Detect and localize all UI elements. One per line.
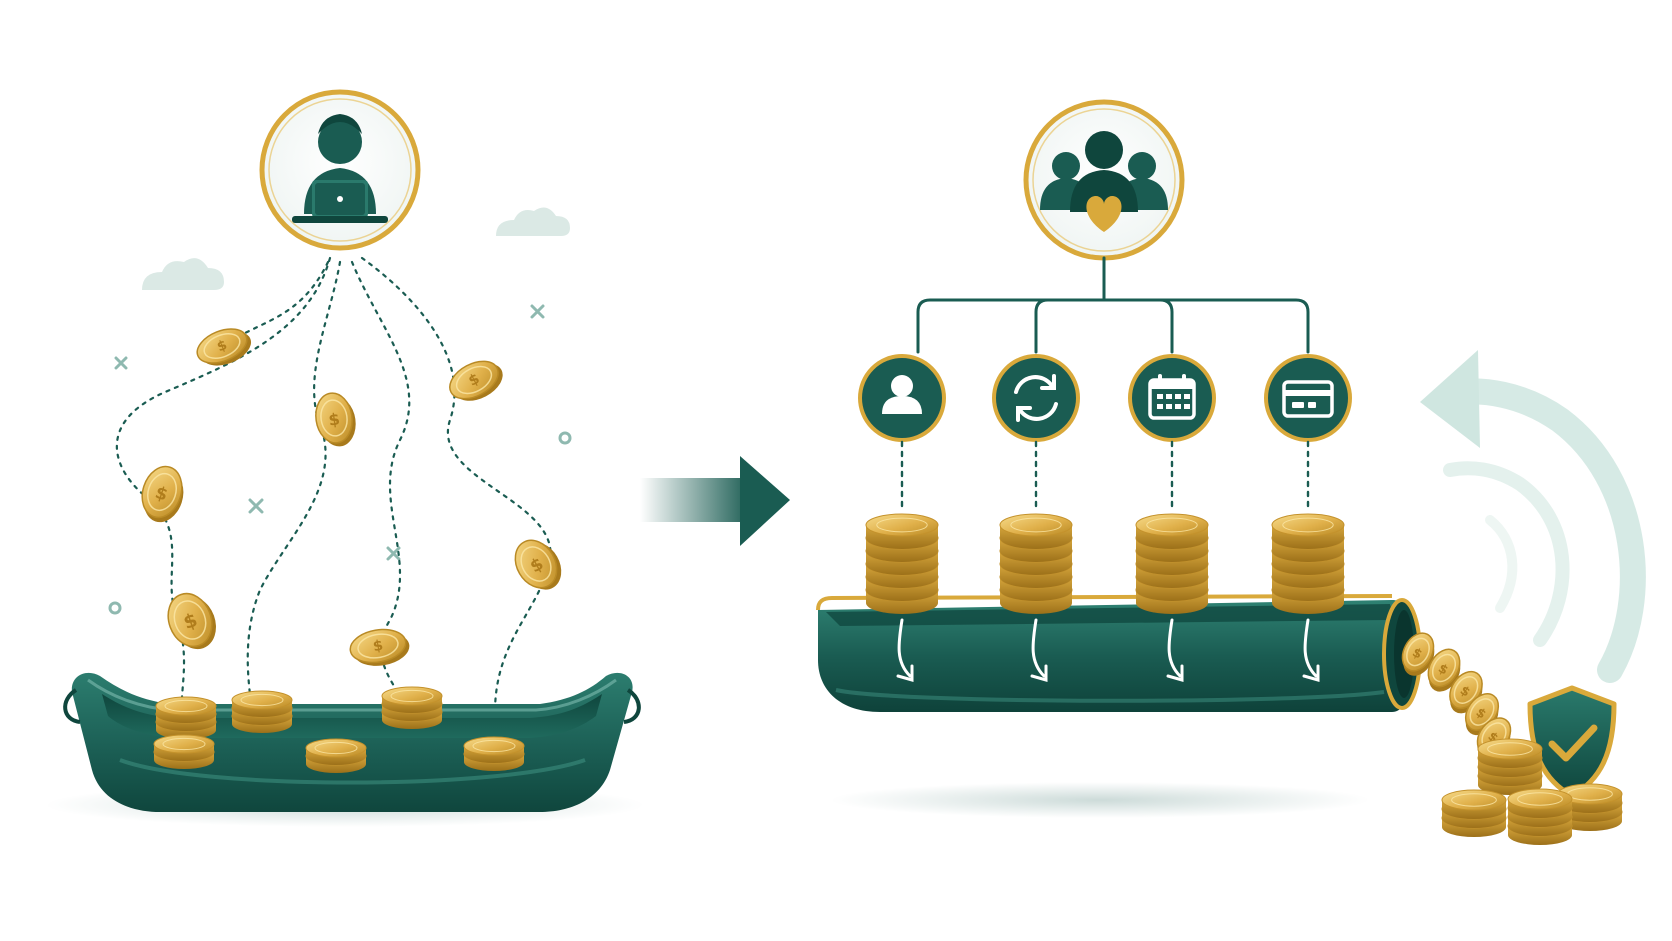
pipe-inner-lip [826,604,1392,626]
svg-text:$: $ [327,409,341,429]
coin [1507,788,1573,818]
cloud-icon [496,207,570,236]
coin: $ [315,392,356,447]
svg-text:$: $ [372,638,385,655]
cross-mark-icon [386,546,401,561]
right-scene: $$$$$ [816,99,1646,845]
coin: $ [449,360,503,401]
coin-stack [1557,783,1623,831]
coin-stacks [865,513,1345,614]
coin-stack [1135,513,1209,614]
scatter-path [360,256,552,714]
refresh-icon [1014,374,1058,422]
coin-stack [1271,513,1345,614]
coin: $ [349,628,410,666]
coin [155,696,217,723]
branch-badge-refresh [992,354,1080,442]
coin [1441,789,1507,819]
freelancer-badge [259,89,421,251]
right-arrow-icon [640,456,790,546]
coin-stack [1507,788,1573,845]
left-decorations [142,207,570,290]
community-heart-icon [1040,131,1168,232]
coin-stack [153,734,215,769]
freelancer-laptop-icon [292,114,388,223]
dot-mark-icon [108,601,122,615]
coin: $ [167,592,216,650]
pipe-rim [816,594,1393,611]
coin-stack [463,736,525,771]
coin-stack [1477,738,1543,795]
coin: $ [141,465,184,523]
tray-shine [119,758,586,785]
cloud-icon [142,258,224,290]
calendar-icon [1148,374,1196,420]
community-hub [1023,99,1185,261]
pipe-shine [835,688,1385,703]
coin-stack [865,513,939,614]
coin [1135,513,1209,549]
return-arrow-icon [1420,350,1646,683]
coin [381,686,443,713]
scatter-path [246,260,342,714]
coin [463,736,525,763]
coin [1271,513,1345,549]
coin-stack [1441,789,1507,837]
tray-inner [102,694,602,738]
cross-mark-icon [248,498,264,514]
loose-coins: $$$$$$$$ [141,328,562,714]
svg-text:$: $ [153,483,171,506]
coin-stack [231,690,293,733]
tray-rim-highlight [87,678,617,712]
coin [231,690,293,717]
coin [305,738,367,765]
channel-pipe [816,594,1422,818]
card-icon [1282,380,1334,418]
flow-arrows [896,618,1320,682]
coin: $ [1427,648,1461,692]
tray-handle-left [63,688,81,724]
branch-badge-user [858,354,946,442]
coin [865,513,939,549]
coin [1557,783,1623,813]
shield-check-icon [1527,685,1617,799]
coin [999,513,1073,549]
cross-mark-icon [530,304,545,319]
branch-badge-card [1264,354,1352,442]
dot-mark-icon [558,431,572,445]
drop-lines [900,440,1310,510]
coin-stack [381,686,443,729]
branch-badges [858,354,1352,442]
coin-stack [999,513,1073,614]
coin-stack [305,738,367,773]
coin [1477,738,1543,768]
coin: $ [1401,632,1435,676]
coin [153,734,215,761]
user-icon [882,375,922,414]
branch-badge-calendar [1128,354,1216,442]
cross-mark-icon [114,356,128,370]
hub-connectors [916,256,1310,354]
scatter-path [115,256,332,714]
left-scene: $$$$$$$$ [45,89,645,827]
coin: $ [196,328,252,366]
tray-handle-right [623,688,641,724]
coin-stack [155,696,217,739]
collected-coins [1441,738,1623,845]
coin: $ [514,539,562,590]
tray-coins [153,686,525,773]
pipe-body [818,600,1414,712]
sparkle-marks [108,304,572,615]
